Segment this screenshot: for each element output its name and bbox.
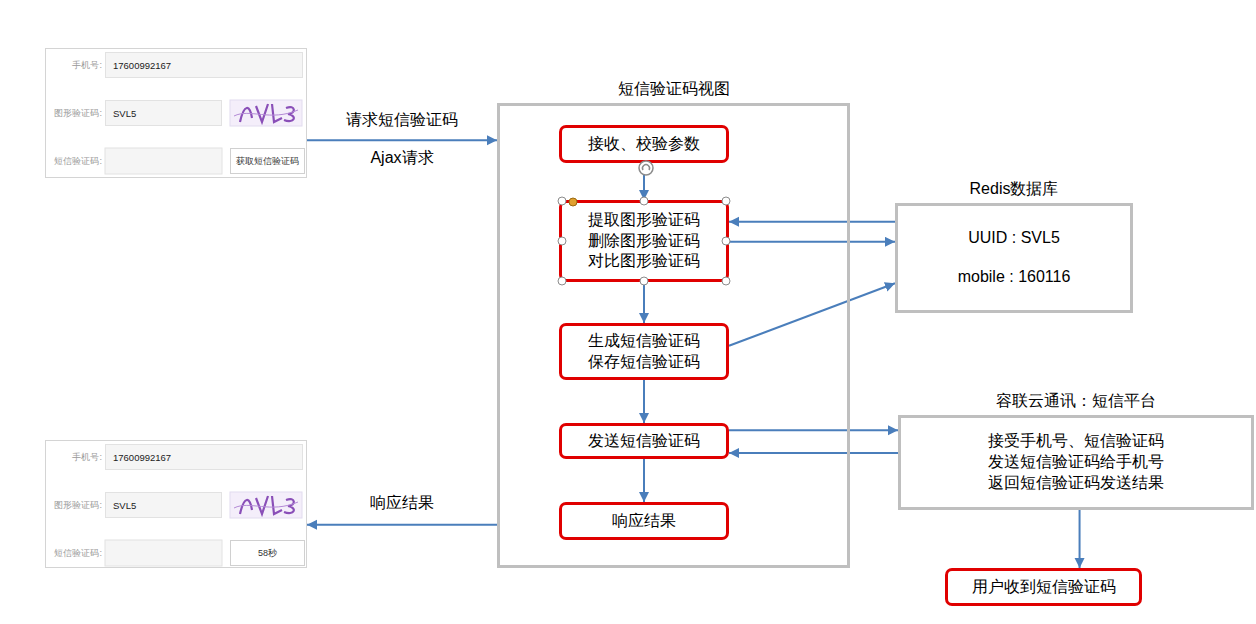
- process-box: 提取图形验证码 删除图形验证码 对比图形验证码: [559, 200, 729, 282]
- box-text: 用户收到短信验证码: [972, 577, 1116, 598]
- protocol-note: Ajax请求: [368, 148, 435, 169]
- connector-arrow: [643, 163, 645, 200]
- field-value: SVL5: [113, 500, 136, 511]
- field-label: 短信验证码:: [46, 155, 102, 168]
- database-box: Redis数据库UUID : SVL5mobile : 160116: [895, 203, 1133, 313]
- form-panel: 17600992167SVL5 58秒 手机号: 图形验证码: 短信验证码:: [45, 440, 307, 568]
- field-value: SVL5: [113, 108, 136, 119]
- process-box: 接收、校验参数: [559, 125, 729, 163]
- rotate-handle: [569, 198, 577, 206]
- field-value: 17600992167: [113, 452, 171, 463]
- box-text: 响应结果: [612, 511, 676, 532]
- connector-arrow: [643, 380, 645, 423]
- empty-input: [105, 540, 222, 566]
- edge-label: 请求短信验证码: [344, 110, 460, 131]
- field-value: 17600992167: [113, 60, 171, 71]
- connector-arrow: [643, 282, 645, 323]
- box-text: 提取图形验证码 删除图形验证码 对比图形验证码: [568, 210, 720, 272]
- selection-handle: [722, 277, 730, 285]
- process-box: 响应结果: [559, 502, 729, 540]
- captcha-image: [230, 100, 302, 126]
- connector-arrow: [729, 452, 898, 454]
- form-button: 获取短信验证码: [230, 148, 305, 174]
- box-heading: Redis数据库: [838, 179, 1190, 200]
- button-label: 获取短信验证码: [236, 155, 299, 168]
- connector-arrow: [643, 459, 645, 502]
- connector-arrow: [729, 429, 898, 431]
- connector-arrow: [729, 241, 895, 243]
- box-heading: 短信验证码视图: [440, 79, 907, 100]
- field-label: 图形验证码:: [46, 499, 102, 512]
- input-field: 17600992167: [105, 52, 303, 78]
- box-text: UUID : SVL5: [968, 228, 1060, 249]
- input-field: SVL5: [105, 100, 222, 126]
- field-label: 短信验证码:: [46, 547, 102, 560]
- input-field: SVL5: [105, 492, 222, 518]
- box-text: 接收、校验参数: [588, 134, 700, 155]
- box-text: mobile : 160116: [958, 267, 1071, 288]
- selection-handle: [558, 237, 566, 245]
- selection-handle: [558, 277, 566, 285]
- cursor-icon: [639, 161, 653, 175]
- input-field: 17600992167: [105, 444, 303, 470]
- selection-handle: [640, 197, 648, 205]
- field-label: 手机号:: [46, 451, 102, 464]
- button-label: 58秒: [258, 547, 277, 560]
- result-box: 用户收到短信验证码: [945, 568, 1142, 606]
- connector-arrow: [307, 139, 497, 141]
- platform-box: 容联云通讯：短信平台接受手机号、短信验证码 发送短信验证码给手机号 返回短信验证…: [898, 415, 1254, 510]
- form-panel: 17600992167SVL5 获取短信验证码 手机号: 图形验证码: 短信验证码:: [45, 48, 307, 178]
- process-box: 生成短信验证码 保存短信验证码: [559, 323, 729, 380]
- selection-handle: [640, 277, 648, 285]
- selection-handle: [558, 197, 566, 205]
- field-label: 手机号:: [46, 59, 102, 72]
- selection-handle: [722, 197, 730, 205]
- connector-arrow: [729, 221, 895, 223]
- form-button: 58秒: [230, 540, 305, 566]
- box-text: 生成短信验证码 保存短信验证码: [568, 331, 720, 373]
- box-heading: 容联云通讯：短信平台: [841, 391, 1256, 412]
- connector-arrow: [729, 283, 895, 346]
- view-container: 接收、校验参数提取图形验证码 删除图形验证码 对比图形验证码生成短信验证码 保存…: [497, 103, 850, 568]
- box-text: 发送短信验证码: [588, 431, 700, 452]
- empty-input: [105, 148, 222, 174]
- selection-handle: [722, 237, 730, 245]
- captcha-image: [230, 492, 302, 518]
- box-text: 接受手机号、短信验证码 发送短信验证码给手机号 返回短信验证码发送结果: [911, 431, 1241, 493]
- process-box: 发送短信验证码: [559, 423, 729, 459]
- connector-arrow: [1079, 510, 1081, 568]
- connector-arrow: [307, 524, 497, 526]
- field-label: 图形验证码:: [46, 107, 102, 120]
- edge-label: 响应结果: [368, 493, 436, 514]
